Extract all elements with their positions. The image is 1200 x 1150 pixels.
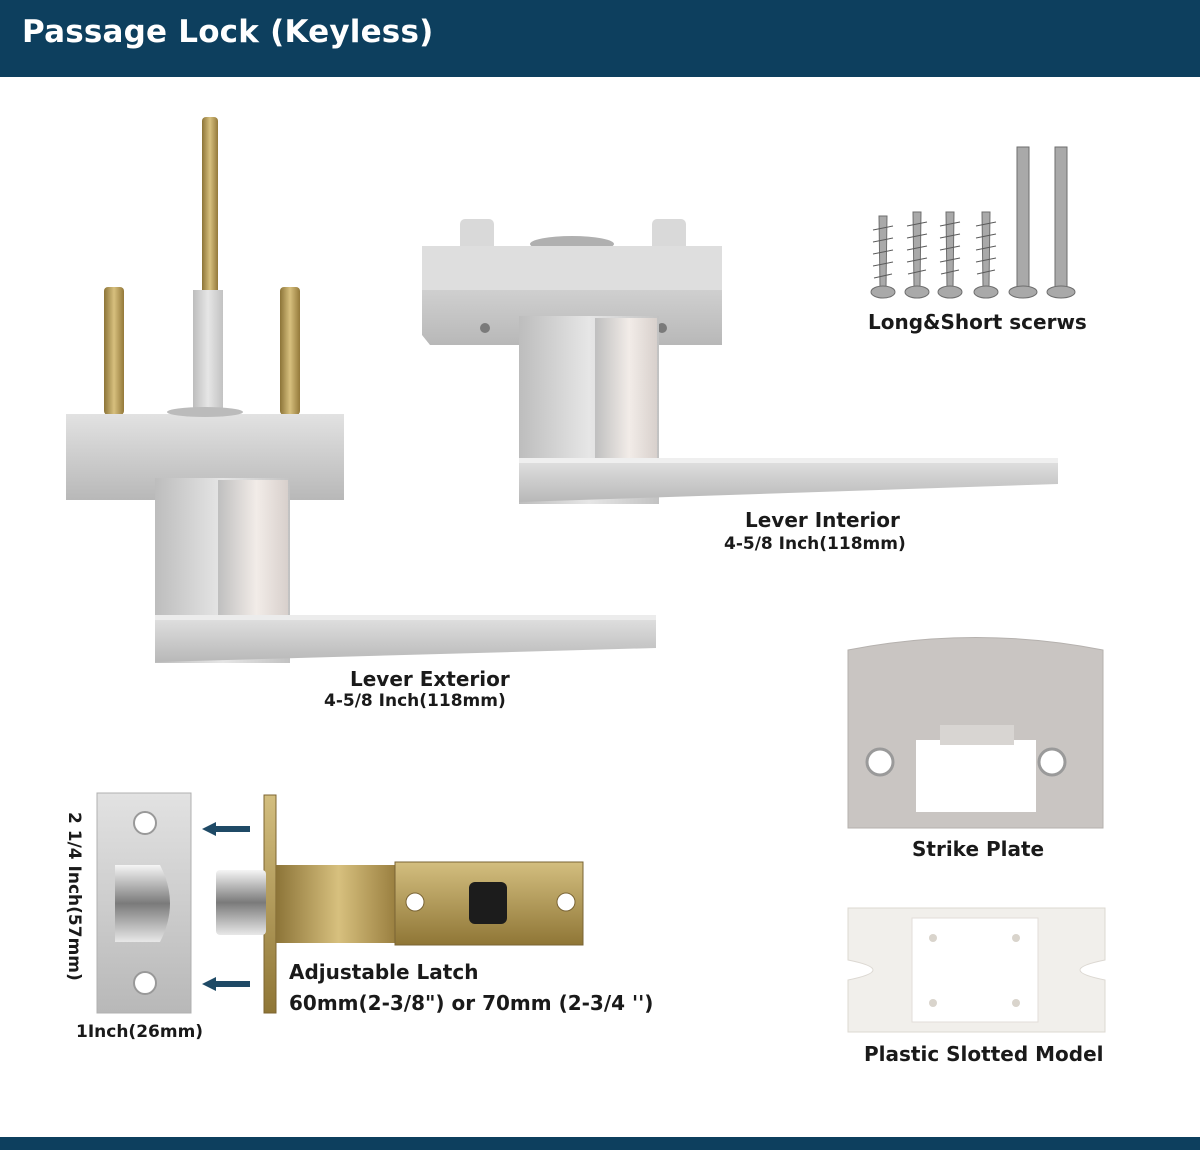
strike-plate-icon bbox=[847, 637, 1104, 829]
arrow-left-icon bbox=[202, 822, 250, 991]
plastic-slotted-model-icon bbox=[847, 907, 1106, 1033]
footer-bar bbox=[0, 1137, 1200, 1150]
latch-width-label: 1Inch(26mm) bbox=[76, 1022, 204, 1042]
page-title: Passage Lock (Keyless) bbox=[22, 14, 434, 50]
latch-name: Adjustable Latch bbox=[289, 960, 479, 984]
screw-icon bbox=[870, 146, 1076, 299]
strike-plate-label: Strike Plate bbox=[912, 837, 1045, 861]
header-bar: Passage Lock (Keyless) bbox=[0, 0, 1200, 77]
lever-exterior-size: 4-5/8 Inch(118mm) bbox=[324, 691, 506, 711]
screws-label: Long&Short scerws bbox=[868, 310, 1087, 334]
latch-icon bbox=[96, 792, 584, 1014]
lever-interior-size: 4-5/8 Inch(118mm) bbox=[724, 534, 906, 554]
lever-exterior-name: Lever Exterior bbox=[350, 667, 510, 691]
latch-height-label: 2 1/4 Inch(57mm) bbox=[64, 812, 84, 981]
lever-exterior-icon bbox=[66, 117, 656, 663]
latch-backset: 60mm(2-3/8") or 70mm (2-3/4 '') bbox=[289, 991, 654, 1015]
plastic-label: Plastic Slotted Model bbox=[864, 1042, 1104, 1066]
lever-interior-name: Lever Interior bbox=[745, 508, 900, 532]
lever-interior-icon bbox=[422, 219, 1058, 504]
